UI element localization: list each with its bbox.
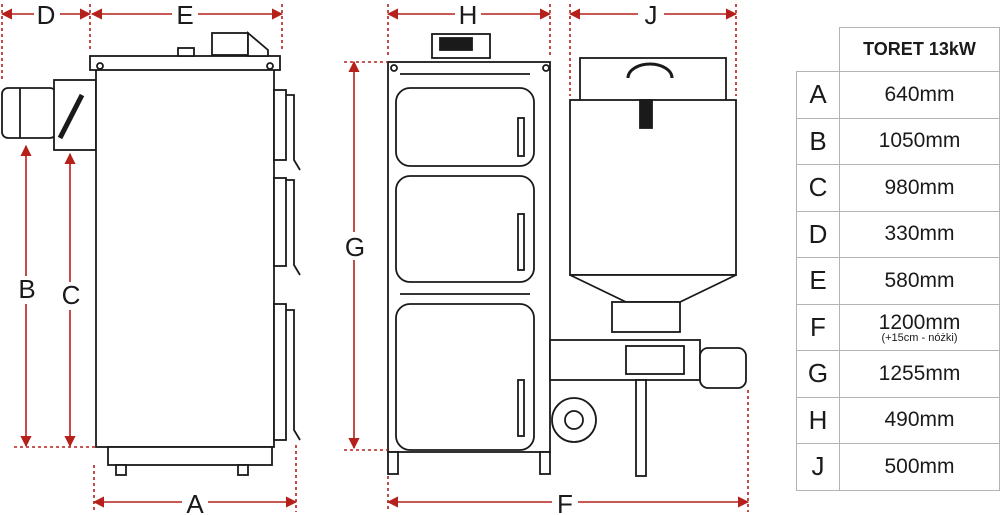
table-row: A 640mm <box>796 71 1000 119</box>
dim-letter-e: E <box>176 0 193 30</box>
dim-key: G <box>796 350 840 398</box>
side-view <box>1 31 301 476</box>
table-row: B 1050mm <box>796 117 1000 165</box>
controller-box <box>211 32 249 56</box>
dim-value: 1050mm <box>839 117 1000 165</box>
pellet-feeder <box>549 57 747 477</box>
dim-letter-h: H <box>459 0 478 30</box>
model-name: TORET 13kW <box>839 27 1000 72</box>
dimension-table: TORET 13kW A 640mm B 1050mm C 980mm D 33… <box>796 27 1000 491</box>
table-row: E 580mm <box>796 257 1000 305</box>
dim-value: 490mm <box>839 396 1000 444</box>
dim-value: 580mm <box>839 257 1000 305</box>
hopper-cone <box>569 274 737 303</box>
top-cover <box>89 55 281 71</box>
feeder-motor <box>699 347 747 389</box>
dim-value: 980mm <box>839 164 1000 212</box>
dim-key: B <box>796 117 840 165</box>
dimension-letters: D E B C A G H J F <box>14 0 664 515</box>
hopper-body <box>569 99 737 276</box>
dim-letter-a: A <box>186 489 204 515</box>
dim-key: D <box>796 210 840 258</box>
dim-value: 1200mm <box>878 310 961 334</box>
dim-letter-b: B <box>18 274 35 304</box>
dim-value: 1255mm <box>839 350 1000 398</box>
boiler-technical-drawing: D E B C A G H J F <box>0 0 750 515</box>
dim-key: A <box>796 71 840 119</box>
rear-flange <box>53 79 97 151</box>
dim-key: C <box>796 164 840 212</box>
table-header-row: TORET 13kW <box>796 27 1000 72</box>
dim-key: H <box>796 396 840 444</box>
dim-note: (+15cm - nóżki) <box>881 331 958 344</box>
front-view <box>387 33 551 475</box>
table-row: H 490mm <box>796 396 1000 444</box>
dim-value: 330mm <box>839 210 1000 258</box>
table-row: J 500mm <box>796 443 1000 491</box>
dim-letter-c: C <box>62 280 81 310</box>
dim-letter-j: J <box>645 0 658 30</box>
table-row: C 980mm <box>796 164 1000 212</box>
middle-door <box>395 175 535 283</box>
table-row: G 1255mm <box>796 350 1000 398</box>
dim-key: F <box>796 303 840 351</box>
upper-door <box>395 87 535 167</box>
table-row: D 330mm <box>796 210 1000 258</box>
side-body <box>95 61 275 448</box>
dim-value: 500mm <box>839 443 1000 491</box>
dim-letter-d: D <box>37 0 56 30</box>
table-row: F 1200mm (+15cm - nóżki) <box>796 303 1000 351</box>
lower-door <box>395 303 535 451</box>
dim-key: J <box>796 443 840 491</box>
dim-letter-g: G <box>345 232 365 262</box>
flue-outlet <box>1 87 57 139</box>
dim-letter-f: F <box>557 489 573 515</box>
dim-value: 640mm <box>839 71 1000 119</box>
dim-key: E <box>796 257 840 305</box>
